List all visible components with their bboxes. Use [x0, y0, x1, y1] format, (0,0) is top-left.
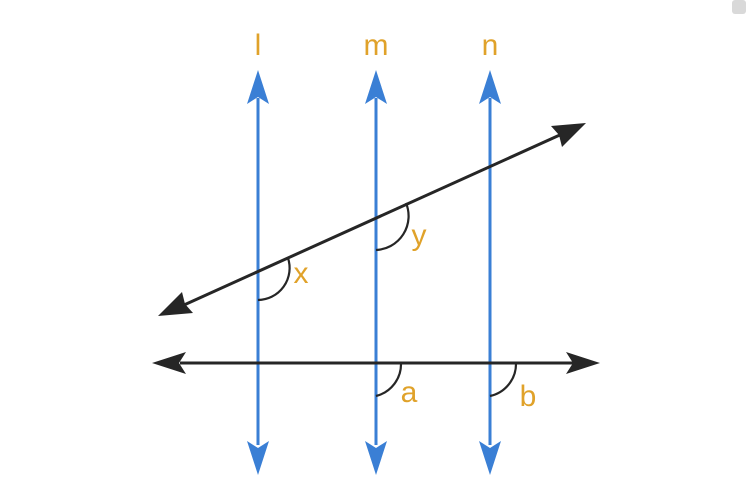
angle-y-arc [375, 202, 410, 252]
slanted-transversal-arrow-left [158, 292, 193, 316]
angle-x-arc [257, 257, 291, 302]
line-n-arrow-bottom [479, 441, 501, 475]
angle-a-arc [375, 362, 403, 398]
horizontal-transversal-arrow-left [152, 352, 186, 374]
angle-a-label: a [401, 376, 418, 409]
line-l-arrow-top [247, 70, 269, 104]
slanted-transversal-arrow-right [551, 123, 586, 147]
line-m-arrow-top [365, 70, 387, 104]
angle-x-label: x [294, 257, 309, 290]
angle-b-arc [489, 362, 518, 398]
line-n-arrow-top [479, 70, 501, 104]
scrollbar-thumb [732, 0, 746, 14]
parallel-lines [247, 70, 501, 475]
angle-b-label: b [520, 380, 537, 413]
angle-y-label: y [412, 219, 427, 252]
transversals [152, 123, 600, 374]
slanted-transversal [183, 132, 563, 307]
line-m-label: m [364, 29, 389, 62]
line-l-arrow-bottom [247, 441, 269, 475]
diagram-labels: l m n x y a b [255, 29, 537, 413]
angle-arcs [257, 202, 518, 398]
line-m-arrow-bottom [365, 441, 387, 475]
line-n-label: n [482, 29, 499, 62]
horizontal-transversal-arrow-right [566, 352, 600, 374]
line-l-label: l [255, 29, 262, 62]
